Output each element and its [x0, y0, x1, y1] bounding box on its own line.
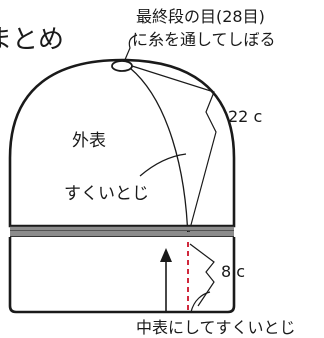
hat-dome — [8, 58, 236, 228]
title-fragment: まとめ — [0, 25, 64, 55]
top-note-bracket — [123, 34, 138, 63]
dimension-line-top — [131, 65, 217, 237]
seam-line — [129, 67, 189, 241]
whip-stitch-leader — [139, 153, 187, 177]
brim-lower — [8, 237, 236, 314]
dimension-line-bottom — [189, 243, 215, 307]
brim-band-bottom — [10, 232, 234, 237]
brim-band-top — [10, 226, 234, 231]
top-note-line2: に糸を通してしぼる — [132, 30, 276, 49]
dimension-label-bottom: 8 c — [221, 262, 245, 281]
dimension-label-top: 22 c — [228, 107, 262, 126]
fold-arrow-head — [160, 248, 172, 262]
bottom-note: 中表にしてすくいとじ — [136, 318, 296, 337]
bottom-note-leader — [190, 291, 211, 313]
gathered-top-knot — [111, 60, 133, 72]
outer-side-label: 外表 — [72, 131, 106, 151]
whip-stitch-label: すくいとじ — [64, 184, 149, 204]
top-note-line1: 最終段の目(28目) — [136, 7, 265, 26]
